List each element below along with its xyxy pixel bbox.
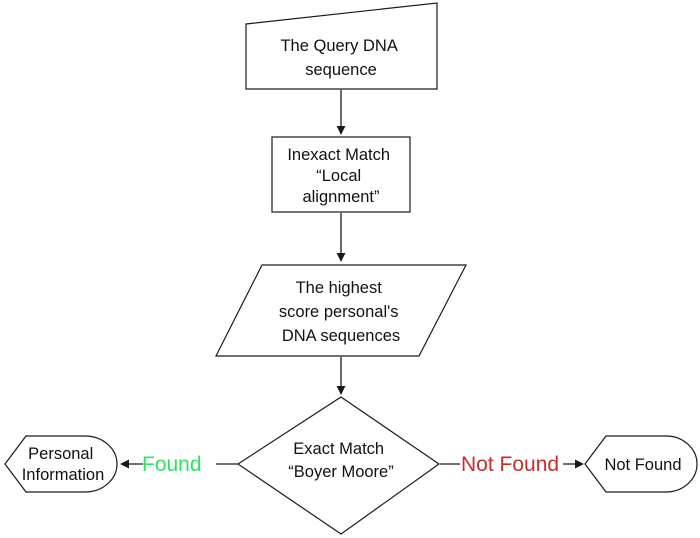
svg-text:Not Found: Not Found xyxy=(604,456,681,474)
query-node-line-1: The Query DNA xyxy=(280,37,397,55)
query-node-line-2: sequence xyxy=(305,61,377,79)
personal-information-line-2: Information xyxy=(22,466,105,484)
svg-text:Inexact Match “Local: Inexact Match “Local alignment” xyxy=(287,146,394,206)
query-node: The Query DNA sequence xyxy=(245,2,438,90)
inexact-match-node: Inexact Match “Local alignment” xyxy=(271,136,411,213)
exact-match-line-1: Exact Match xyxy=(293,440,384,458)
svg-text:Personal Information: Personal Information xyxy=(22,445,105,484)
inexact-match-line-3: alignment” xyxy=(302,188,379,206)
highest-score-node: The highest score personal's DNA sequenc… xyxy=(215,264,467,357)
svg-text:The Query DNA sequence: The Query DNA sequence xyxy=(280,37,401,79)
personal-information-node: Personal Information xyxy=(4,435,118,493)
svg-text:Exact Match “Boyer Moore: Exact Match “Boyer Moore” xyxy=(288,440,393,481)
not-found-node: Not Found xyxy=(584,435,698,493)
personal-information-line-1: Personal xyxy=(28,445,93,463)
highest-score-line-2: score personal's xyxy=(279,303,399,321)
highest-score-line-3: DNA sequences xyxy=(282,327,400,345)
inexact-match-line-1: Inexact Match xyxy=(287,146,390,164)
exact-match-line-2: “Boyer Moore” xyxy=(288,463,393,481)
inexact-match-line-2: “Local xyxy=(316,167,361,185)
highest-score-line-1: The highest xyxy=(296,279,383,297)
svg-text:The highest score person: The highest score personal's DNA sequenc… xyxy=(279,279,403,345)
edge-label-not-found: Not Found xyxy=(461,453,559,476)
edge-label-found: Found xyxy=(142,453,202,476)
not-found-node-line-1: Not Found xyxy=(604,456,681,474)
exact-match-node: Exact Match “Boyer Moore” xyxy=(236,396,441,535)
